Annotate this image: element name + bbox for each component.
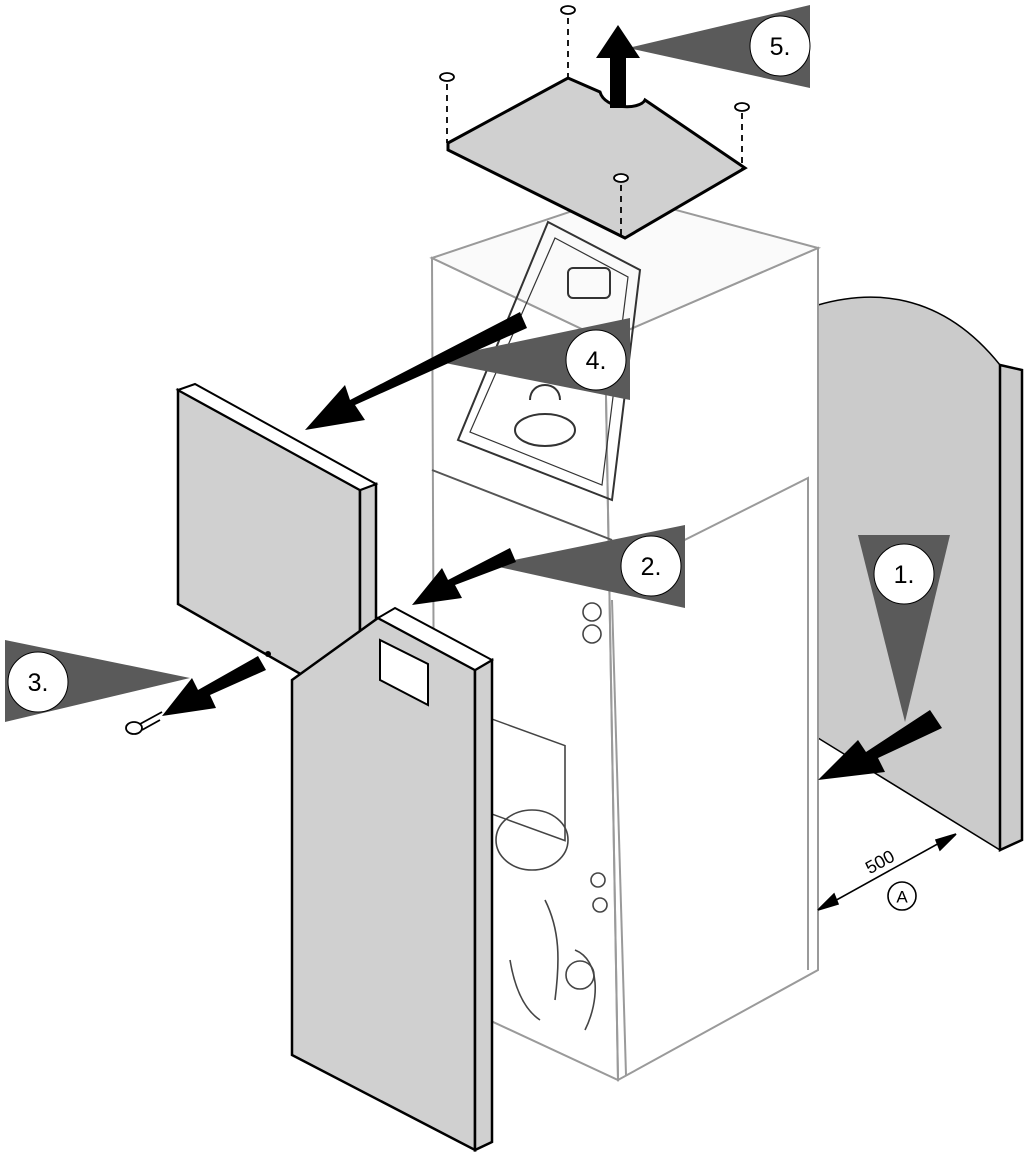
- step-label-4: 4.: [586, 347, 607, 375]
- dimension-arrowhead-left: [817, 892, 840, 911]
- screw-top-cover-2: [439, 72, 455, 143]
- compressor-pipe: [529, 384, 561, 401]
- unit-edge-line: [611, 599, 627, 1076]
- dimension-value: 500: [862, 846, 898, 878]
- lower-front-panel-top: [375, 606, 495, 672]
- lower-front-panel: [290, 606, 495, 1153]
- reference-marker: A: [887, 881, 917, 911]
- upper-front-panel-top: [175, 382, 379, 492]
- lower-front-panel-edge: [473, 657, 494, 1152]
- arrow-step-2-out: [412, 548, 516, 605]
- divider-shelf: [431, 469, 613, 541]
- pump: [565, 960, 595, 990]
- screw-top-cover-3: [734, 102, 750, 170]
- lower-front-panel-cutout: [379, 638, 429, 707]
- unit-body: [429, 193, 822, 1082]
- control-knob-bottom: [582, 624, 602, 644]
- step-badge-4: 4.: [565, 329, 627, 391]
- screw-top-cover-1: [560, 5, 576, 78]
- reference-label: A: [896, 888, 908, 907]
- arrow-step-3-out: [162, 656, 266, 716]
- loose-screw: [125, 711, 163, 735]
- pipe-fitting-1: [590, 872, 606, 888]
- arrow-step-4-out: [305, 312, 527, 430]
- top-cover-screws: [439, 5, 750, 240]
- pipe-system: [509, 899, 597, 1031]
- step-badge-3: 3.: [7, 651, 69, 713]
- arrow-step-5-up: [596, 25, 640, 108]
- lower-front-panel-face: [290, 616, 477, 1153]
- dimension-line: [821, 835, 953, 909]
- compressor: [514, 413, 576, 447]
- dimension-arrowhead-right: [934, 833, 957, 852]
- arrow-step-1-slide: [818, 710, 942, 780]
- panel-screw-hole: [265, 651, 271, 657]
- screw-top-cover-4: [613, 173, 629, 240]
- pipe-fitting-2: [592, 897, 608, 913]
- step-label-3: 3.: [28, 669, 49, 697]
- control-knob-top: [582, 602, 602, 622]
- wall-edge: [998, 363, 1024, 852]
- fan-motor: [567, 267, 611, 299]
- expansion-vessel: [495, 809, 569, 871]
- step-badge-5: 5.: [749, 15, 811, 77]
- unit-side-panel: [603, 246, 819, 1082]
- top-cover-panel: [446, 76, 748, 240]
- direction-arrows: [162, 25, 942, 780]
- step-badge-2: 2.: [620, 535, 682, 597]
- step-label-5: 5.: [770, 33, 791, 61]
- step-badge-1: 1.: [873, 543, 935, 605]
- step-label-1: 1.: [894, 561, 915, 589]
- lower-components: [469, 602, 608, 1031]
- unit-top: [429, 193, 822, 342]
- step-label-2: 2.: [641, 553, 662, 581]
- clearance-dimension: [817, 833, 957, 911]
